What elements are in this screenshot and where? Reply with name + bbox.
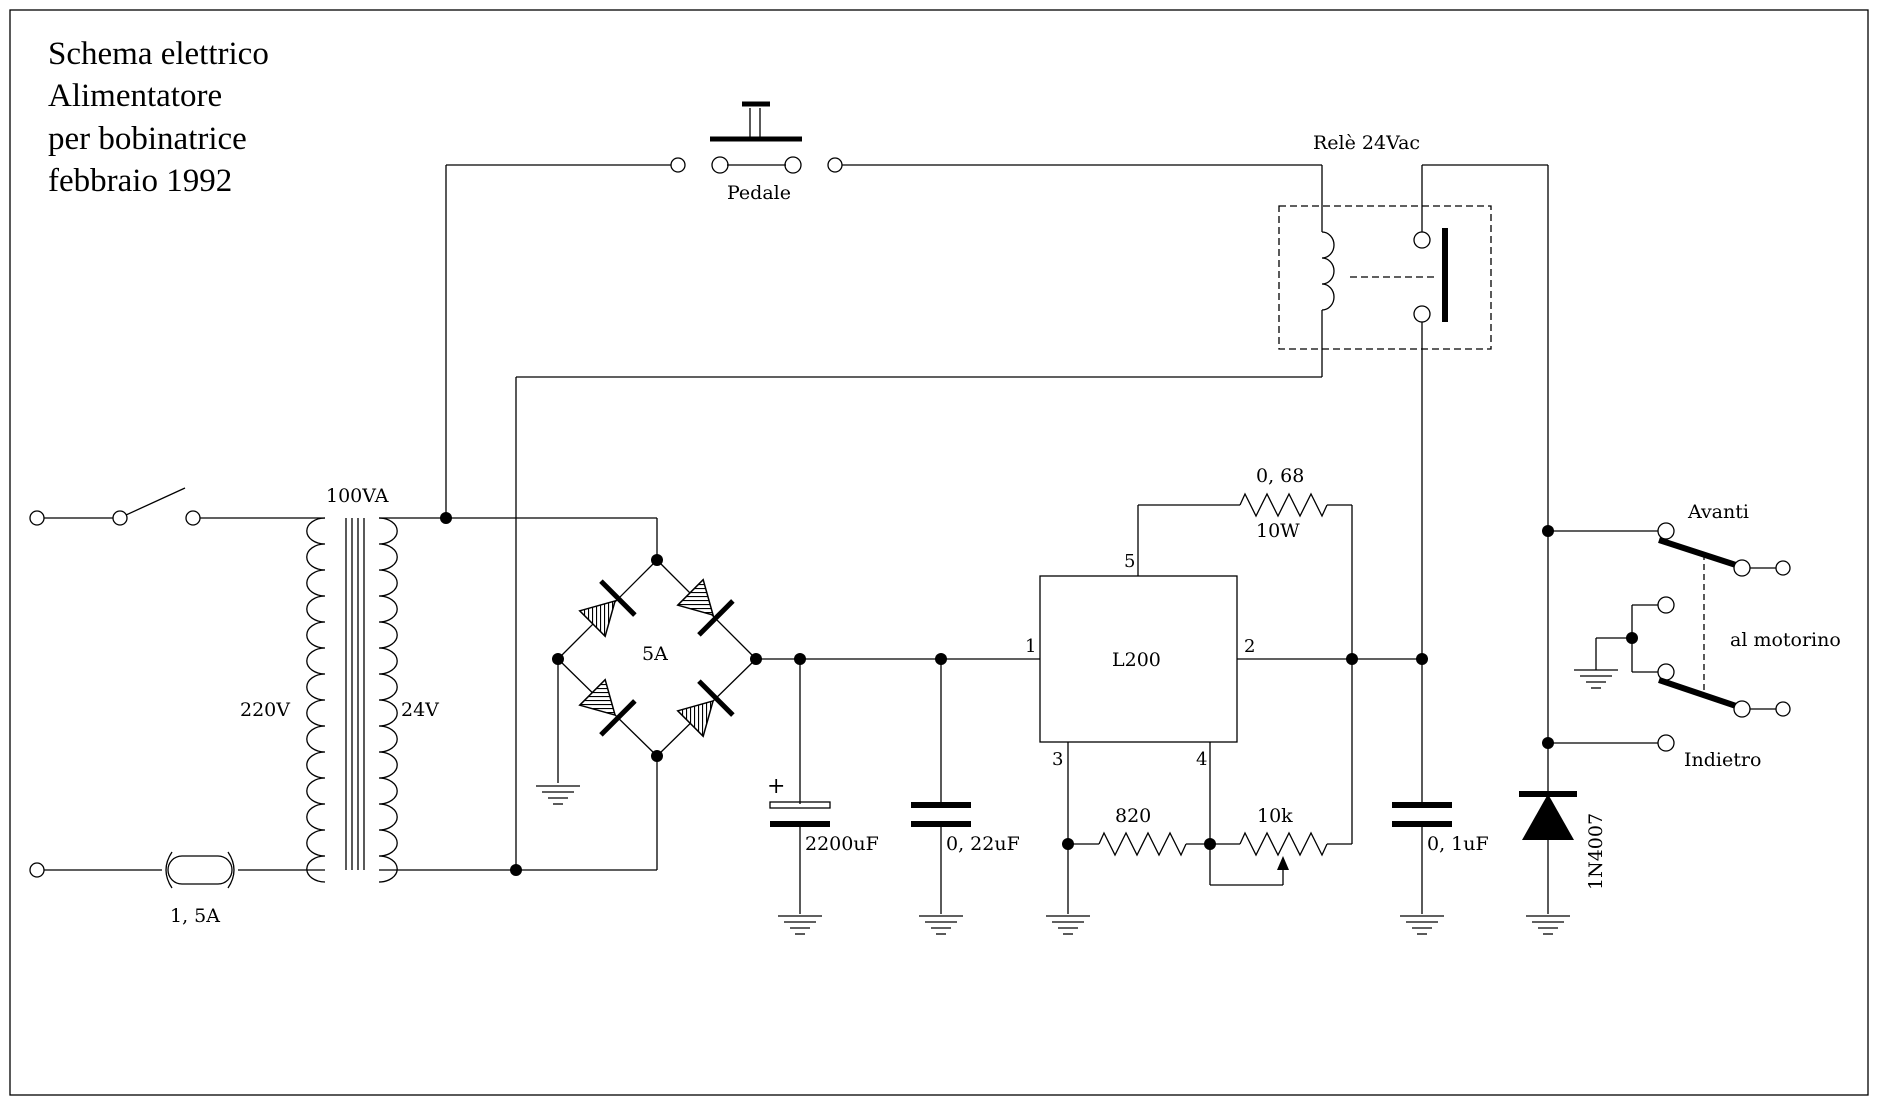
pin-3: 3 bbox=[1052, 749, 1063, 770]
transformer-power-label: 100VA bbox=[326, 485, 389, 507]
sense-resistor-power: 10W bbox=[1256, 520, 1300, 542]
title-line-1: Schema elettrico bbox=[48, 36, 269, 72]
drawing-border bbox=[9, 9, 1869, 1096]
fuse-label: 1, 5A bbox=[170, 905, 220, 927]
motor-label: al motorino bbox=[1730, 629, 1841, 651]
title-line-3: per bobinatrice bbox=[48, 121, 247, 157]
secondary-wiring bbox=[379, 164, 1322, 876]
c1-polarity: + bbox=[767, 774, 785, 799]
mains-input: 1, 5A bbox=[29, 487, 270, 927]
bridge-label: 5A bbox=[642, 643, 668, 665]
title-block: Schema elettrico Alimentatore per bobina… bbox=[48, 36, 269, 199]
pot-label: 10k bbox=[1257, 805, 1293, 827]
motor-reversing-switch: Avanti Indietro al motorino bbox=[1542, 501, 1841, 771]
c3-label: 0, 1uF bbox=[1427, 833, 1489, 855]
relay-label: Relè 24Vac bbox=[1313, 132, 1420, 154]
resistor-820: 820 bbox=[1068, 805, 1210, 857]
capacitor-c3: 0, 1uF bbox=[1392, 659, 1489, 935]
diode-1n4007: 1N4007 bbox=[1519, 743, 1607, 935]
output-bus bbox=[1237, 653, 1428, 665]
pin-4: 4 bbox=[1196, 749, 1207, 770]
pin3-ground bbox=[1045, 742, 1091, 935]
mains-terminal-top bbox=[29, 510, 45, 526]
pin-1: 1 bbox=[1025, 636, 1036, 657]
secondary-voltage-label: 24V bbox=[401, 699, 439, 721]
capacitor-c2: 0, 22uF bbox=[911, 659, 1020, 935]
relay: Relè 24Vac bbox=[1278, 132, 1549, 743]
regulator-l200: L200 1 2 3 4 5 bbox=[1025, 551, 1255, 770]
resistor-820-label: 820 bbox=[1115, 805, 1151, 827]
reverse-label: Indietro bbox=[1684, 749, 1761, 771]
c1-label: 2200uF bbox=[805, 833, 879, 855]
pedal-switch: Pedale bbox=[670, 101, 1322, 204]
potentiometer-10k: 10k bbox=[1204, 742, 1352, 886]
sense-resistor-value: 0, 68 bbox=[1256, 465, 1304, 487]
dc-bus bbox=[756, 653, 1040, 665]
fuse bbox=[165, 851, 235, 889]
transformer: 100VA 220V 24V bbox=[240, 485, 439, 883]
bridge-rectifier: 5A bbox=[535, 554, 762, 805]
regulator-label: L200 bbox=[1112, 649, 1161, 671]
forward-label: Avanti bbox=[1687, 501, 1749, 523]
title-line-2: Alimentatore bbox=[48, 78, 222, 114]
c2-label: 0, 22uF bbox=[946, 833, 1020, 855]
diode-label: 1N4007 bbox=[1585, 813, 1607, 890]
mains-switch bbox=[125, 487, 186, 516]
primary-voltage-label: 220V bbox=[240, 699, 290, 721]
capacitor-c1: + 2200uF bbox=[767, 659, 879, 935]
mains-terminal-bottom bbox=[29, 862, 45, 878]
pin-5: 5 bbox=[1124, 551, 1135, 572]
pedal-label: Pedale bbox=[727, 182, 791, 204]
title-line-4: febbraio 1992 bbox=[48, 163, 232, 199]
sense-resistor: 0, 68 10W bbox=[1137, 465, 1353, 844]
pin-2: 2 bbox=[1244, 636, 1255, 657]
